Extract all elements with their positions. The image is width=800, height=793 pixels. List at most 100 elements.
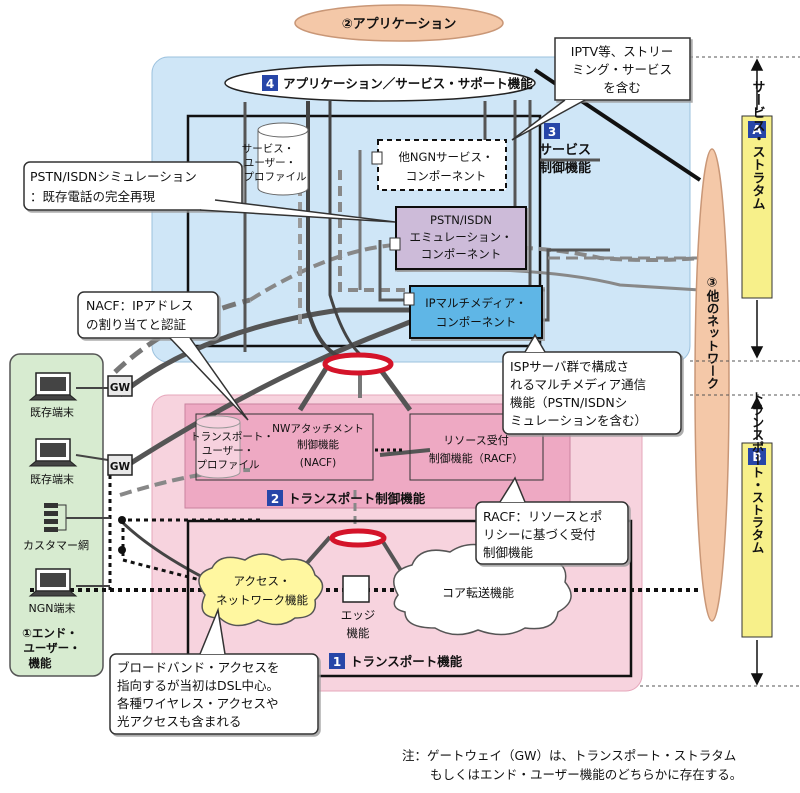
svg-text:コンポーネント: コンポーネント (436, 315, 517, 329)
app-service-support-ellipse (224, 64, 536, 102)
svg-text:アクセス・: アクセス・ (234, 574, 291, 588)
end-user-label-1: ①エンド・ (22, 626, 78, 640)
transport-control-label: トランスポート制御機能 (288, 491, 426, 506)
svg-text:エミュレーション・: エミュレーション・ (409, 230, 512, 244)
svg-text:を含む: を含む (603, 80, 641, 95)
svg-text:トランスポート・: トランスポート・ (190, 431, 274, 443)
interconnect-ring-lower (329, 528, 387, 548)
laptop-icon (28, 438, 78, 467)
svg-text:制御機能（RACF）: 制御機能（RACF） (429, 451, 524, 465)
callout-pstn-simulation: PSTN/ISDNシミュレーション ：既存電話の完全再現 (23, 161, 396, 223)
footnote-line-1: 注：ゲートウェイ（GW）は、トランスポート・ストラタム (402, 748, 736, 763)
svg-text:A: A (752, 123, 762, 137)
core-transport-cloud: コア転送機能 (393, 543, 572, 636)
svg-text:PSTN/ISDN: PSTN/ISDN (430, 213, 492, 227)
svg-text:：既存電話の完全再現: ：既存電話の完全再現 (30, 189, 156, 204)
svg-text:3: 3 (548, 125, 556, 139)
svg-text:ユーザー・: ユーザー・ (202, 445, 254, 457)
svg-text:の割り当てと認証: の割り当てと認証 (86, 317, 187, 332)
application-ellipse (294, 4, 504, 42)
svg-text:PSTN/ISDNシミュレーション: PSTN/ISDNシミュレーション (30, 169, 197, 184)
transport-user-profile-db: トランスポート・ ユーザー・ プロファイル (190, 415, 274, 479)
svg-text:2: 2 (271, 492, 279, 506)
svg-text:制御機能: 制御機能 (297, 438, 339, 451)
svg-text:リシーに基づく受付: リシーに基づく受付 (483, 527, 596, 542)
svg-text:指向するが当初はDSL中心。: 指向するが当初はDSL中心。 (117, 678, 279, 693)
svg-text:1: 1 (333, 655, 341, 669)
access-network-cloud: アクセス・ ネットワーク機能 (198, 553, 324, 627)
svg-text:光アクセスも含まれる: 光アクセスも含まれる (117, 714, 241, 729)
svg-text:リソース受付: リソース受付 (443, 434, 508, 447)
service-user-profile-db: サービス・ ユーザー・ プロファイル (242, 122, 309, 196)
other-networks-ellipse (694, 148, 730, 622)
svg-text:コア転送機能: コア転送機能 (442, 585, 514, 600)
svg-text:RACF：リソースとポ: RACF：リソースとポ (483, 509, 602, 524)
legacy-terminal-1-label: 既存端末 (30, 405, 74, 419)
stratum-a-label: サービス・ストラタム (750, 80, 766, 210)
callout-racf: RACF：リソースとポ リシーに基づく受付 制御機能 (475, 476, 629, 565)
nacf-box: NWアタッチメント 制御機能 (NACF) (195, 413, 374, 481)
stratum-b-box (741, 442, 773, 638)
svg-text:制御機能: 制御機能 (483, 545, 534, 560)
stratum-arrows (750, 58, 764, 686)
app-support-label: アプリケーション／サービス・サポート機能 (283, 76, 533, 91)
laptop-icon (28, 568, 78, 597)
svg-text:ISPサーバ群で構成さ: ISPサーバ群で構成さ (510, 359, 629, 374)
svg-text:GW: GW (110, 382, 131, 394)
svg-text:他NGNサービス・: 他NGNサービス・ (398, 150, 493, 164)
stratum-a-box (741, 115, 773, 299)
edge-function-box: エッジ 機能 (341, 575, 376, 640)
laptop-icon (28, 372, 78, 401)
svg-text:ミング・サービス: ミング・サービス (572, 62, 672, 77)
gateway-box-2 (107, 454, 133, 476)
racf-box: リソース受付 制御機能（RACF） (409, 413, 544, 481)
svg-text:プロファイル: プロファイル (197, 459, 260, 471)
svg-text:機能: 機能 (347, 626, 370, 640)
svg-text:サービス・: サービス・ (242, 143, 295, 155)
other-ngn-component-box: 他NGNサービス・ コンポーネント (371, 139, 507, 191)
transport-function-frame (186, 519, 633, 678)
svg-text:ユーザー・: ユーザー・ (244, 157, 296, 169)
svg-text:IPTV等、ストリー: IPTV等、ストリー (571, 44, 673, 59)
svg-text:NWアタッチメント: NWアタッチメント (272, 423, 364, 435)
svg-text:GW: GW (110, 461, 131, 473)
interconnect-ring-upper (322, 352, 394, 376)
footnote-line-2: もしくはエンド・ユーザー機能のどちらかに存在する。 (430, 767, 742, 782)
end-user-label-3: 機能 (29, 656, 52, 670)
end-user-label-2: ユーザー・ (23, 641, 80, 655)
svg-text:IPマルチメディア・: IPマルチメディア・ (425, 296, 527, 310)
pstn-emulation-component-box: PSTN/ISDN エミュレーション・ コンポーネント (389, 206, 527, 270)
svg-text:B: B (752, 450, 761, 464)
service-control-frame (186, 114, 542, 348)
service-control-label-1: サービス (539, 142, 591, 158)
svg-text:ミュレーションを含む）: ミュレーションを含む） (510, 413, 647, 428)
svg-text:4: 4 (266, 77, 274, 91)
transport-function-label: トランスポート機能 (350, 654, 463, 669)
svg-text:れるマルチメディア通信: れるマルチメディア通信 (510, 377, 646, 392)
stratum-dividers (640, 56, 800, 687)
svg-text:(NACF): (NACF) (300, 457, 336, 469)
callout-nacf: NACF：IPアドレス の割り当てと認証 (77, 291, 249, 421)
svg-text:ネットワーク機能: ネットワーク機能 (216, 593, 308, 607)
svg-text:NACF：IPアドレス: NACF：IPアドレス (86, 298, 193, 313)
svg-text:エッジ: エッジ (341, 608, 376, 622)
svg-text:コンポーネント: コンポーネント (421, 247, 502, 261)
callout-isp: ISPサーバ群で構成さ れるマルチメディア通信 機能（PSTN/ISDNシ ミュ… (502, 333, 682, 435)
svg-text:プロファイル: プロファイル (244, 171, 307, 183)
ip-multimedia-component-box: IPマルチメディア・ コンポーネント (403, 285, 543, 339)
svg-text:機能（PSTN/ISDNシ: 機能（PSTN/ISDNシ (510, 395, 627, 410)
stratum-b-label: トランスポート・ストラタム (750, 391, 765, 554)
svg-text:ブロードバンド・アクセスを: ブロードバンド・アクセスを (117, 660, 280, 675)
callout-broadband: ブロードバンド・アクセスを 指向するが当初はDSL中心。 各種ワイヤレス・アクセ… (109, 607, 319, 735)
service-control-label-2: 制御機能 (539, 160, 591, 176)
callout-iptv: IPTV等、ストリー ミング・サービス を含む (511, 37, 691, 141)
svg-text:各種ワイヤレス・アクセスや: 各種ワイヤレス・アクセスや (117, 696, 279, 711)
other-networks-label: ③他のネットワーク (705, 275, 720, 390)
customer-network-label: カスタマー網 (23, 538, 89, 552)
legacy-terminal-2-label: 既存端末 (30, 472, 74, 486)
ngn-terminal-label: NGN端末 (29, 601, 76, 615)
application-label: ②アプリケーション (342, 17, 457, 32)
gateway-box-1 (107, 375, 133, 397)
svg-text:コンポーネント: コンポーネント (406, 169, 487, 183)
